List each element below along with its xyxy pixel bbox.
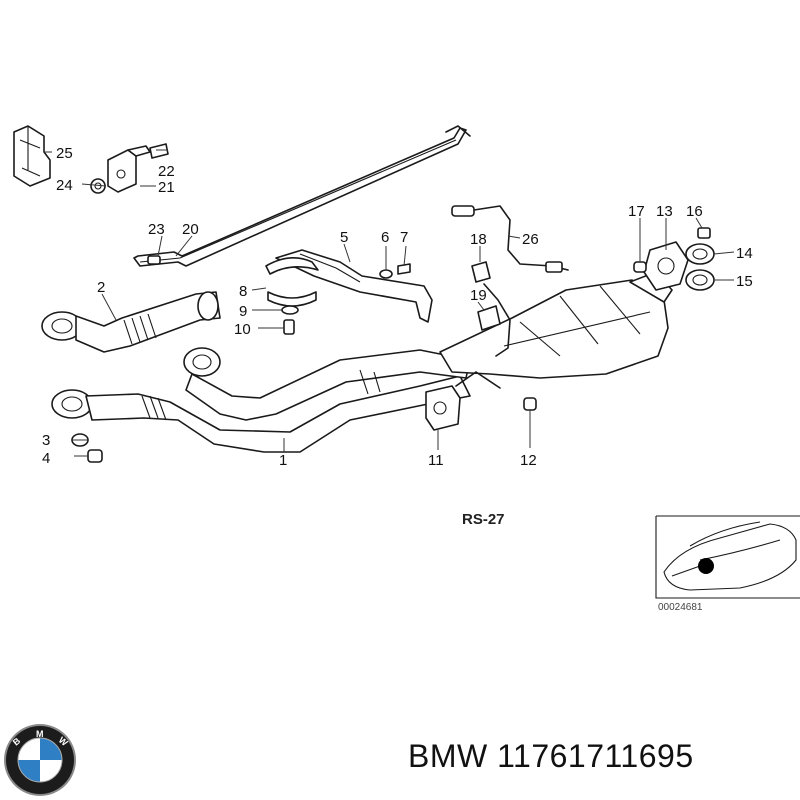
part-16-bolt: [697, 227, 711, 239]
part-21-bracket: [107, 145, 151, 193]
callout-10: 10: [234, 321, 251, 338]
callout-18: 18: [470, 231, 487, 248]
bmw-logo: B M W: [4, 724, 76, 796]
callout-labels: 25 22 24 21 23 20 5 6 7 8 9 10 2 3 4 1 1…: [42, 145, 753, 469]
part-14-gasket: [685, 243, 715, 265]
callout-23: 23: [148, 221, 165, 238]
part-23-bolt: [147, 255, 161, 265]
logo-letter-m: M: [36, 729, 44, 739]
part-number-caption: BMW 11761711695: [408, 738, 694, 774]
part-8-clamp: [265, 257, 319, 307]
part-9-washer: [281, 305, 299, 315]
part-18-clip: [471, 261, 491, 283]
part-1-y-pipe: [51, 347, 471, 453]
part-22-clip: [149, 143, 169, 159]
callout-12: 12: [520, 452, 537, 469]
callout-5: 5: [340, 229, 348, 246]
callout-21: 21: [158, 179, 175, 196]
part-15-ring: [685, 269, 715, 291]
callout-24: 24: [56, 177, 73, 194]
diagram-code: RS-27: [462, 511, 505, 528]
part-6-washer: [379, 269, 393, 279]
callout-4: 4: [42, 450, 50, 467]
leader-lines: [44, 149, 735, 457]
callout-17: 17: [628, 203, 645, 220]
callout-14: 14: [736, 245, 753, 262]
part-26-oxygen-sensor: [451, 205, 569, 357]
callout-16: 16: [686, 203, 703, 220]
part-2-pipe: [41, 291, 221, 353]
callout-11: 11: [428, 452, 444, 469]
callout-6: 6: [381, 229, 389, 246]
callout-3: 3: [42, 432, 50, 449]
callout-9: 9: [239, 303, 247, 320]
part-11-mount: [425, 371, 501, 431]
part-7-bolt: [397, 263, 411, 275]
callout-15: 15: [736, 273, 753, 290]
callout-7: 7: [400, 229, 408, 246]
callout-19: 19: [470, 287, 487, 304]
part-10-bolt: [283, 319, 295, 335]
callout-25: 25: [56, 145, 73, 162]
logo-letter-b: B: [11, 735, 23, 747]
callout-8: 8: [239, 283, 247, 300]
callout-2: 2: [97, 279, 105, 296]
part-25-bracket: [13, 125, 51, 187]
callout-13: 13: [656, 203, 673, 220]
callout-20: 20: [182, 221, 199, 238]
part-19-clip: [477, 305, 501, 331]
part-12-nut: [523, 397, 537, 411]
car-location-inset: [655, 515, 800, 599]
callout-1: 1: [279, 452, 287, 469]
part-4-nut: [87, 449, 103, 463]
location-marker: [698, 558, 714, 574]
callout-22: 22: [158, 163, 175, 180]
callout-26: 26: [522, 231, 539, 248]
image-number: 00024681: [658, 602, 703, 613]
part-17-nut: [633, 261, 647, 273]
